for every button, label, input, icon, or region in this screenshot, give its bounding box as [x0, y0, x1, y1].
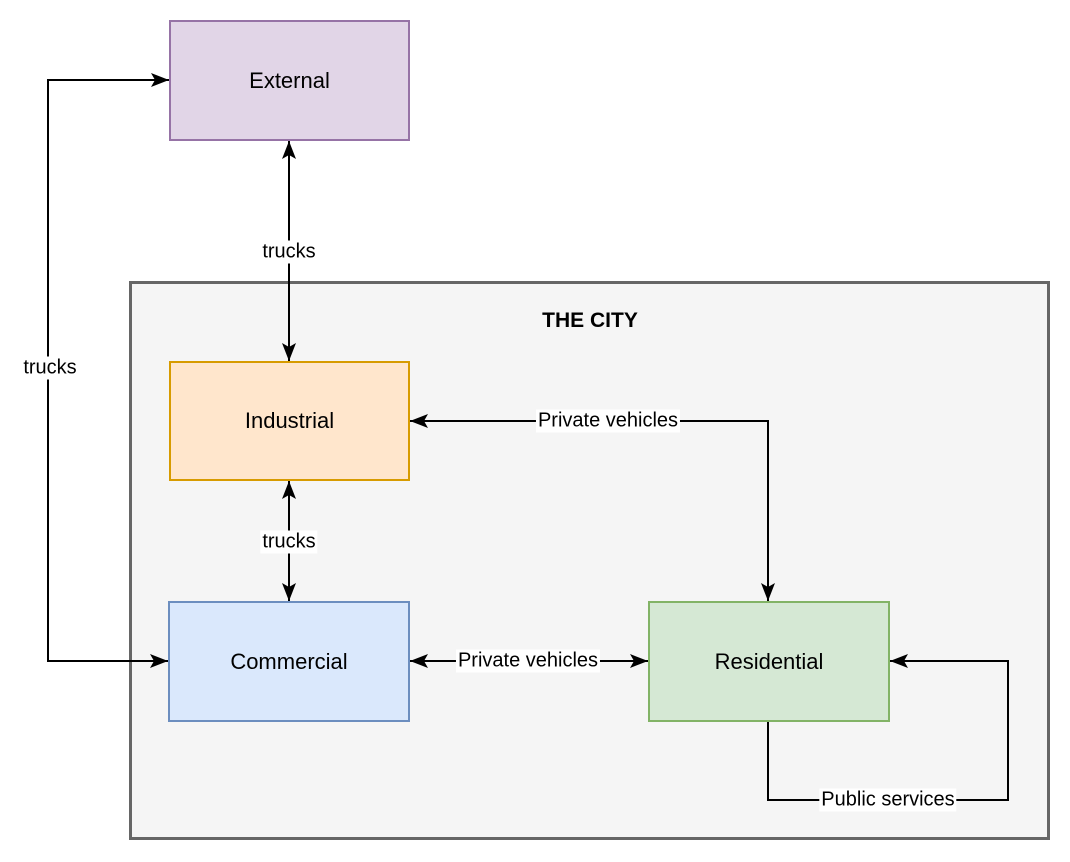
edge-label-private-vehicles-top: Private vehicles: [535, 409, 681, 433]
node-industrial-label: Industrial: [244, 408, 335, 433]
node-commercial-label: Commercial: [230, 648, 348, 674]
node-external: External: [169, 20, 410, 141]
edge-label-private-vehicles-middle: Private vehicles: [455, 649, 601, 673]
edge-label-trucks-middle: trucks: [260, 530, 318, 554]
edge-label-trucks-top: trucks: [260, 240, 318, 264]
node-residential-label: Residential: [714, 648, 824, 674]
node-residential: Residential: [648, 601, 890, 722]
node-industrial: Industrial: [169, 361, 410, 481]
city-container-title: THE CITY: [542, 309, 638, 332]
node-commercial: Commercial: [168, 601, 410, 722]
edge-label-trucks-left: trucks: [21, 356, 79, 380]
node-external-label: External: [249, 67, 330, 93]
edge-label-public-services: Public services: [819, 788, 957, 812]
